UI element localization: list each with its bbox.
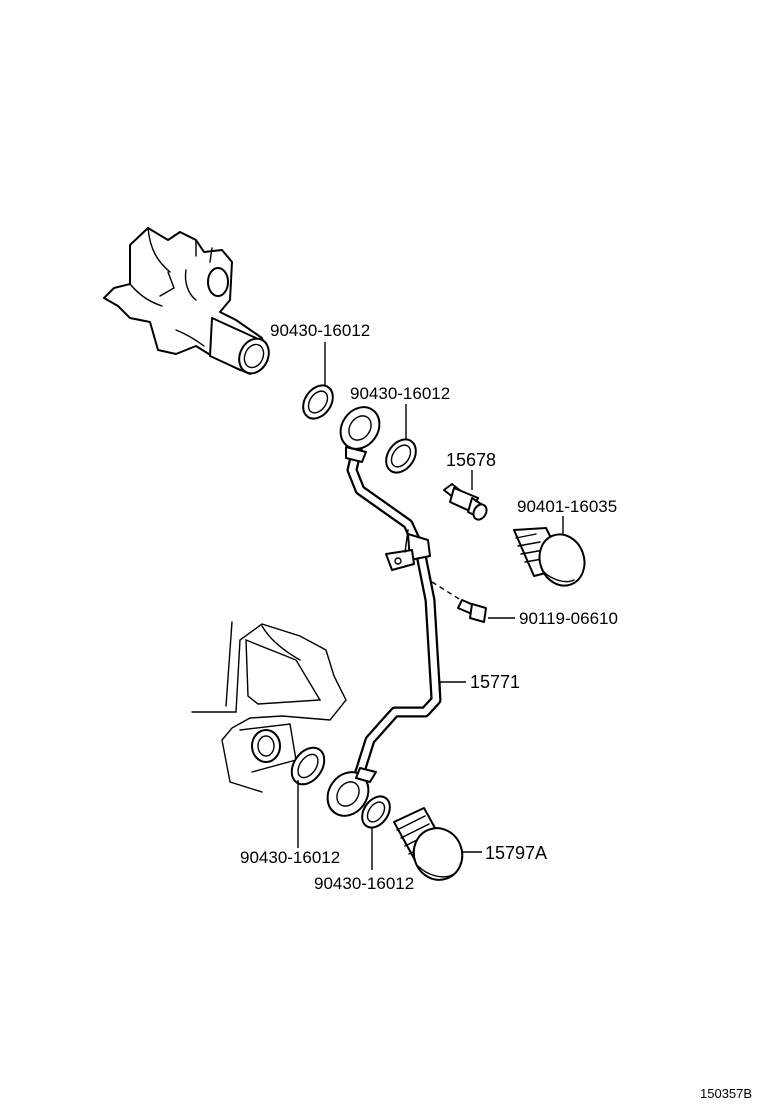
union-bolt-upper-drawing <box>513 527 586 587</box>
label-washer-upper-mid: 90430-16012 <box>350 384 450 403</box>
label-bolt-clamp: 90119-06610 <box>519 609 618 628</box>
oil-pipe-drawing <box>326 406 442 817</box>
label-washer-lower-left: 90430-16012 <box>240 848 340 867</box>
gasket-lower-left <box>290 746 326 786</box>
gasket-upper-left <box>302 384 334 420</box>
label-washer-upper-left: 90430-16012 <box>270 321 370 340</box>
gasket-lower-mid <box>361 795 391 829</box>
label-switch: 15678 <box>446 450 496 470</box>
leader-lines <box>297 342 564 870</box>
label-union-bolt-upper: 90401-16035 <box>517 497 617 516</box>
label-union-bolt-lower: 15797A <box>485 843 547 863</box>
diagram-code: 150357B <box>700 1086 752 1101</box>
gasket-upper-mid <box>385 438 417 474</box>
engine-block-drawing <box>191 621 347 793</box>
oil-pressure-switch-drawing <box>443 483 488 521</box>
turbocharger-housing-drawing <box>103 227 270 375</box>
label-oil-pipe: 15771 <box>470 672 520 692</box>
label-washer-lower-mid: 90430-16012 <box>314 874 414 893</box>
union-bolt-lower-drawing <box>393 807 464 881</box>
clamp-bolt-drawing <box>431 581 487 623</box>
